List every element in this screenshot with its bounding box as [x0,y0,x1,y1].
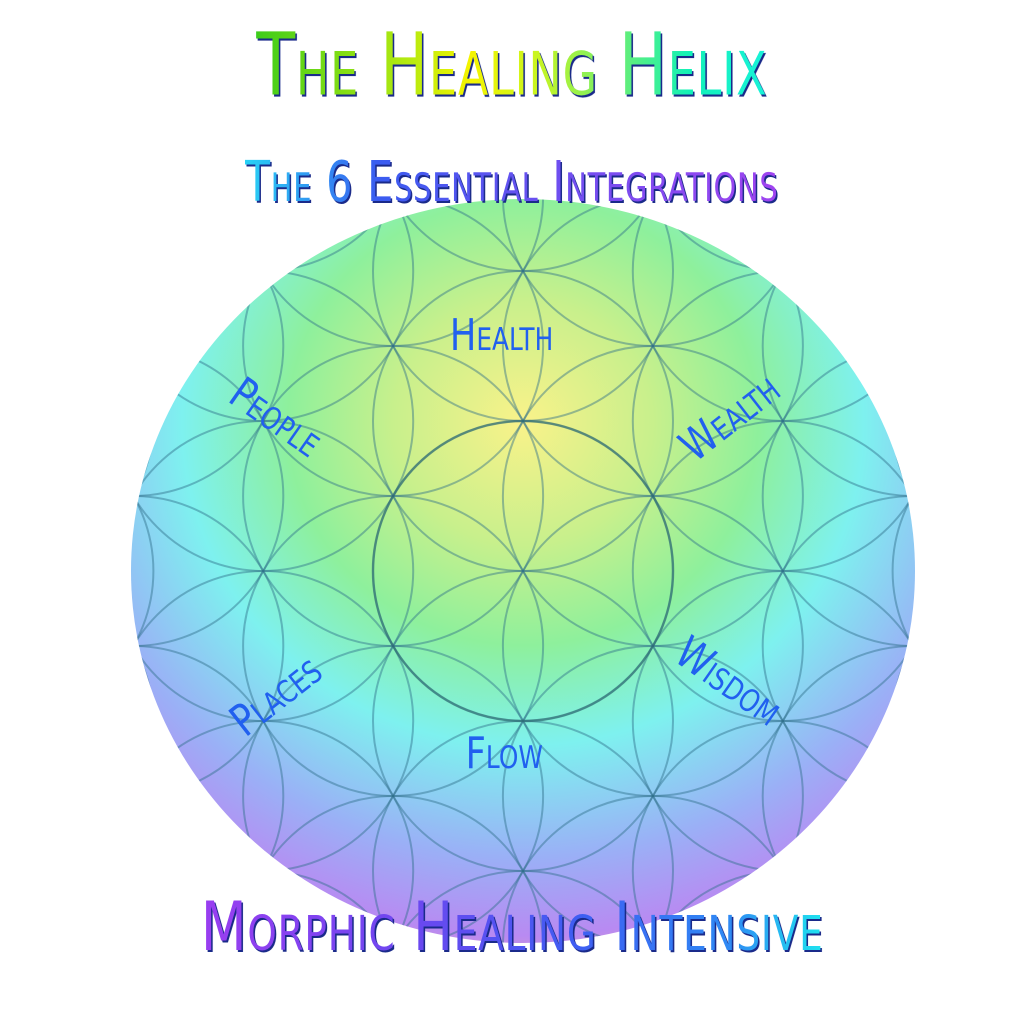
label-flow: Flow [465,728,543,779]
subtitle-block: The 6 Essential Integrations [0,150,1024,215]
emblem-background [131,199,915,943]
flower-of-life-emblem [131,199,915,943]
label-health: Health [449,310,554,361]
title-block: The Healing Helix [0,15,1024,116]
main-title: The Healing Helix [256,15,768,116]
seed-of-life [371,419,675,723]
subtitle: The 6 Essential Integrations [245,150,779,215]
footer-title: Morphic Healing Intensive [200,888,824,967]
footer-block: Morphic Healing Intensive [0,888,1024,967]
